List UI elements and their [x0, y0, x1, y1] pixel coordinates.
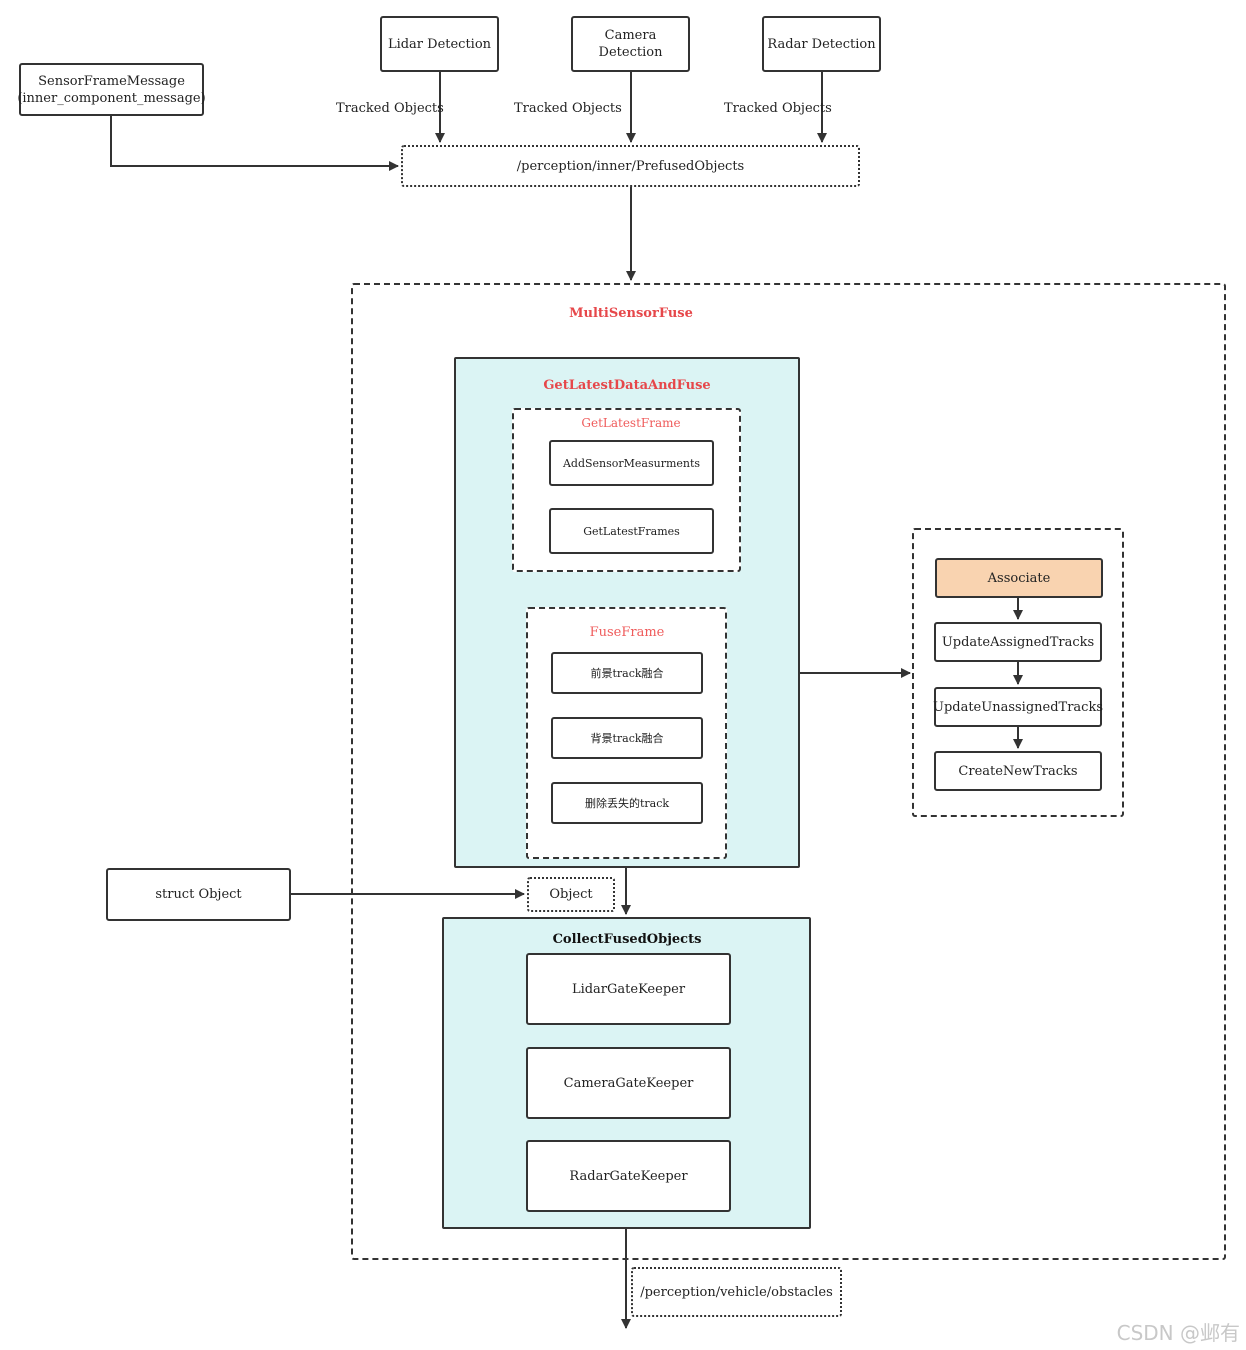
- lidar-gatekeeper-label: LidarGateKeeper: [571, 981, 686, 997]
- object-node: Object: [527, 877, 615, 912]
- sensor-frame-message-label: SensorFrameMessage: [38, 73, 185, 89]
- update-assigned-tracks-label: UpdateAssignedTracks: [941, 634, 1095, 650]
- collect-fused-objects-title: CollectFusedObjects: [552, 932, 702, 947]
- get-latest-data-and-fuse-title: GetLatestDataAndFuse: [543, 378, 711, 393]
- camera-detection-node: Camera Detection: [571, 16, 690, 72]
- delete-lost-track-node: 删除丢失的track: [551, 782, 703, 824]
- lidar-gatekeeper-node: LidarGateKeeper: [526, 953, 731, 1025]
- background-track-fusion-label: 背景track融合: [590, 731, 664, 745]
- multisensorfuse-title: MultiSensorFuse: [569, 306, 693, 321]
- edge-sensor-frame-to-prefused: [110, 116, 399, 171]
- get-latest-frame-title: GetLatestFrame: [581, 416, 681, 430]
- track-management-group: [912, 528, 1124, 817]
- camera-tracked-objects-label: Tracked Objects: [514, 101, 622, 116]
- foreground-track-fusion-label: 前景track融合: [590, 666, 664, 680]
- struct-object-node: struct Object: [106, 868, 291, 921]
- get-latest-frames-label: GetLatestFrames: [583, 524, 680, 538]
- vehicle-obstacles-label: /perception/vehicle/obstacles: [640, 1284, 833, 1300]
- create-new-tracks-label: CreateNewTracks: [958, 763, 1078, 779]
- camera-gatekeeper-label: CameraGateKeeper: [563, 1075, 694, 1091]
- object-label: Object: [549, 887, 593, 902]
- camera-detection-label-line2: Detection: [598, 45, 663, 60]
- delete-lost-track-label: 删除丢失的track: [584, 796, 670, 810]
- associate-label: Associate: [987, 570, 1051, 586]
- lidar-tracked-objects-label: Tracked Objects: [336, 101, 444, 116]
- radar-tracked-objects-label: Tracked Objects: [724, 101, 832, 116]
- radar-gatekeeper-label: RadarGateKeeper: [569, 1168, 688, 1184]
- add-sensor-measurments-label: AddSensorMeasurments: [562, 456, 701, 470]
- update-assigned-tracks-node: UpdateAssignedTracks: [934, 622, 1102, 662]
- radar-detection-label: Radar Detection: [767, 36, 876, 52]
- sensor-frame-message-node: SensorFrameMessage (inner_component_mess…: [17, 63, 206, 116]
- watermark: CSDN @邺有: [1116, 1321, 1240, 1345]
- update-unassigned-tracks-node: UpdateUnassignedTracks: [932, 687, 1104, 727]
- radar-detection-node: Radar Detection: [762, 16, 881, 72]
- add-sensor-measurments-node: AddSensorMeasurments: [549, 440, 714, 486]
- lidar-detection-label: Lidar Detection: [387, 36, 492, 52]
- radar-gatekeeper-node: RadarGateKeeper: [526, 1140, 731, 1212]
- get-latest-frames-node: GetLatestFrames: [549, 508, 714, 554]
- vehicle-obstacles-topic: /perception/vehicle/obstacles: [631, 1267, 842, 1317]
- inner-component-message-label: (inner_component_message): [17, 90, 206, 106]
- camera-detection-label-line1: Camera: [604, 28, 657, 43]
- associate-node: Associate: [935, 558, 1103, 598]
- background-track-fusion-node: 背景track融合: [551, 717, 703, 759]
- create-new-tracks-node: CreateNewTracks: [934, 751, 1102, 791]
- lidar-detection-node: Lidar Detection: [380, 16, 499, 72]
- update-unassigned-tracks-label: UpdateUnassignedTracks: [932, 699, 1104, 715]
- multisensorfuse-container: [351, 283, 1226, 1260]
- prefused-objects-topic: /perception/inner/PrefusedObjects: [401, 145, 860, 187]
- camera-gatekeeper-node: CameraGateKeeper: [526, 1047, 731, 1119]
- prefused-objects-label: /perception/inner/PrefusedObjects: [516, 158, 745, 174]
- foreground-track-fusion-node: 前景track融合: [551, 652, 703, 694]
- fuse-frame-title: FuseFrame: [589, 625, 665, 640]
- struct-object-label: struct Object: [155, 887, 242, 902]
